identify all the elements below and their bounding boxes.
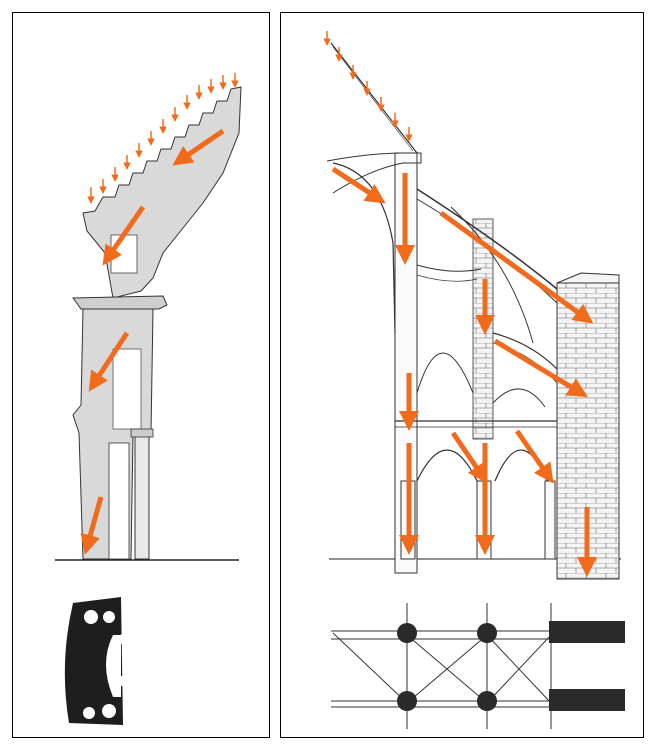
plan-detail: [64, 597, 123, 725]
plan-hole: [103, 611, 115, 623]
flying-buttress-upper: [416, 188, 558, 290]
plan-hole: [119, 633, 131, 645]
cathedral-section-drawing: [323, 31, 625, 729]
arrow-icon: [80, 496, 104, 555]
vault-curve: [326, 152, 422, 194]
arrow-icon: [514, 429, 554, 484]
buttress-plan: [549, 621, 625, 643]
plan-hole: [119, 675, 131, 687]
flying-buttress-middle: [416, 264, 482, 272]
arrow-icon: [450, 431, 488, 484]
arrow-icon: [493, 338, 588, 398]
pier-plan: [477, 623, 497, 643]
arrow-icon: [88, 331, 130, 392]
pier-plan: [397, 691, 417, 711]
column: [544, 480, 556, 560]
left-diagram-panel: [12, 12, 270, 738]
door-opening: [108, 442, 130, 560]
right-diagram-panel: [280, 12, 644, 738]
arrow-icon: [102, 205, 146, 266]
arrow-icon: [331, 166, 386, 204]
buttress-plan: [549, 689, 625, 711]
cathedral-plan: [331, 603, 552, 729]
stepped-roof: [82, 86, 242, 299]
pier-plan: [397, 623, 417, 643]
wall-section-drawing: [55, 73, 242, 725]
aisle-arch: [416, 352, 474, 394]
tall-window: [112, 348, 142, 430]
plan-hole: [102, 704, 116, 718]
roof-line: [330, 42, 418, 154]
plan-niche: [106, 635, 121, 697]
arrow-icon: [439, 210, 594, 324]
column-capital: [130, 428, 154, 438]
upper-window: [110, 234, 138, 274]
plan-hole: [84, 610, 98, 624]
column-shaft: [134, 432, 150, 560]
flying-buttress-lower: [492, 332, 558, 370]
cornice: [72, 295, 168, 310]
pier-plan: [477, 691, 497, 711]
arrow-icon: [172, 128, 225, 166]
plan-hole: [83, 707, 95, 719]
